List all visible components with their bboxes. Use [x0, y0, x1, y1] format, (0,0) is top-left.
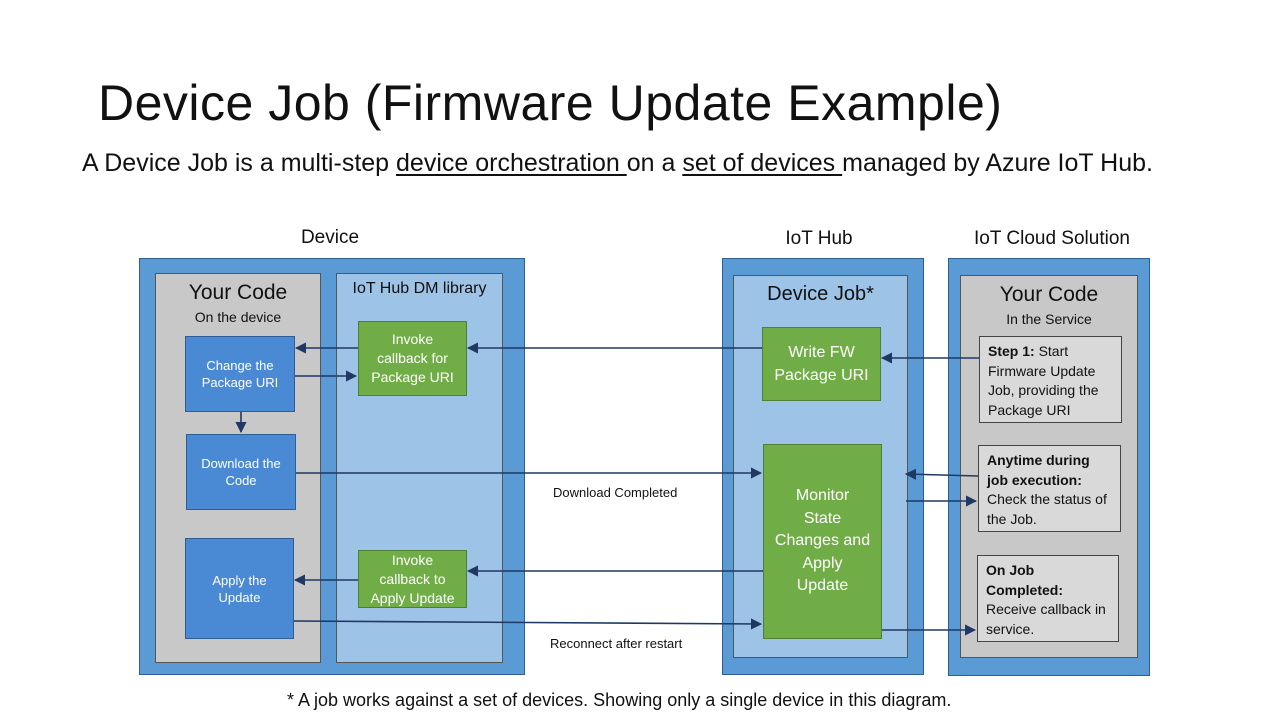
completed-text: Receive callback in service. — [986, 601, 1106, 637]
section-label-cloud: IoT Cloud Solution — [974, 228, 1130, 249]
section-label-iot-hub: IoT Hub — [785, 228, 853, 249]
completed-bold: On Job Completed: — [986, 562, 1063, 598]
section-label-device: Device — [300, 227, 360, 248]
cloud-your-code-subtitle: In the Service — [1006, 311, 1092, 327]
write-fw-package-uri-box: Write FW Package URI — [762, 327, 881, 401]
slide-subtitle: A Device Job is a multi-step device orch… — [82, 146, 1202, 181]
subtitle-underline-devices: set of devices — [682, 149, 843, 177]
cloud-your-code-title: Your Code — [999, 283, 1099, 306]
monitor-state-box: Monitor State Changes and Apply Update — [763, 444, 882, 639]
subtitle-part-3: managed by Azure IoT Hub. — [842, 149, 1153, 177]
dm-library-title: IoT Hub DM library — [352, 280, 487, 297]
step1-bold: Step 1: — [988, 343, 1035, 359]
arrow-anytime-to-monitor — [904, 468, 979, 480]
reconnect-label: Reconnect after restart — [550, 636, 683, 651]
subtitle-part-2: on a — [626, 149, 683, 177]
step1-text: Start Firmware Update Job, providing the… — [988, 343, 1099, 418]
device-your-code-subtitle: On the device — [194, 309, 282, 325]
invoke-apply-update-callback-box: Invoke callback to Apply Update — [358, 550, 467, 608]
subtitle-underline-orchestration: device orchestration — [396, 149, 627, 177]
slide-title: Device Job (Firmware Update Example) — [98, 75, 1003, 131]
step1-box: Step 1: Start Firmware Update Job, provi… — [979, 336, 1122, 423]
arrow-apply-update-to-monitor — [293, 618, 763, 630]
download-code-box: Download the Code — [186, 434, 296, 510]
anytime-box: Anytime during job execution: Check the … — [978, 445, 1121, 532]
device-your-code-title: Your Code — [188, 281, 288, 304]
completed-box: On Job Completed: Receive callback in se… — [977, 555, 1119, 642]
download-completed-label: Download Completed — [553, 485, 678, 500]
invoke-package-uri-callback-box: Invoke callback for Package URI — [358, 321, 467, 396]
subtitle-part-1: A Device Job is a multi-step — [82, 149, 397, 177]
footnote: * A job works against a set of devices. … — [287, 690, 952, 710]
anytime-bold: Anytime during job execution: — [987, 452, 1090, 488]
device-job-title: Device Job* — [767, 283, 874, 305]
change-package-uri-box: Change the Package URI — [185, 336, 295, 412]
apply-update-box: Apply the Update — [185, 538, 294, 639]
anytime-text: Check the status of the Job. — [987, 491, 1107, 527]
